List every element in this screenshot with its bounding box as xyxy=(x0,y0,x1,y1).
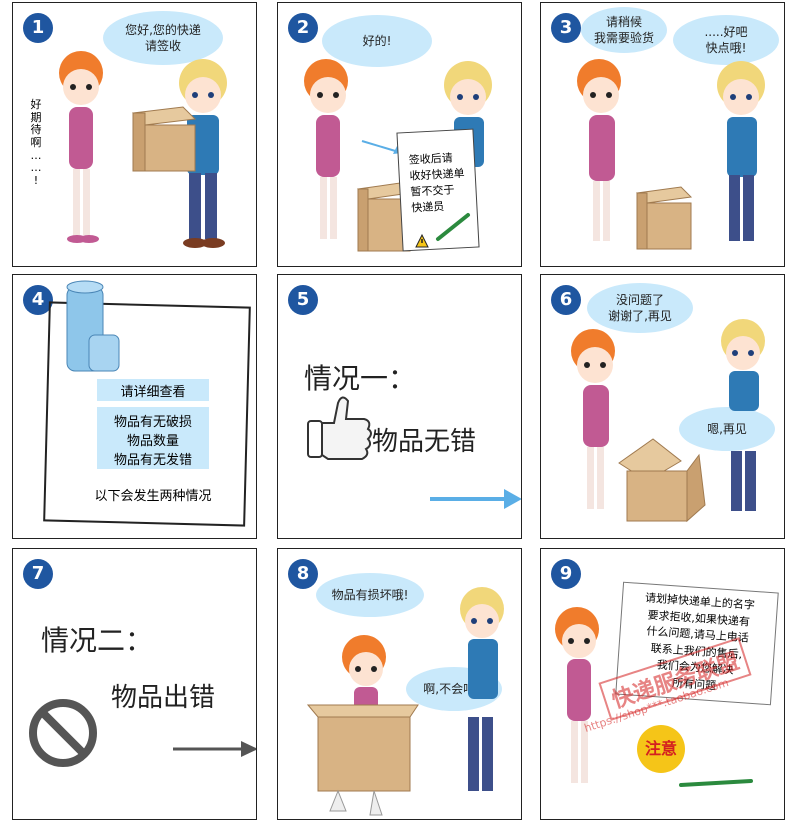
girl-figure xyxy=(577,59,621,241)
speech-bubble-courier: 您好,您的快递 请签收 xyxy=(103,11,223,65)
panel-4-illustration xyxy=(43,280,251,527)
panel-5-illustration xyxy=(307,396,521,509)
speech-bubble-girl: 好的! xyxy=(322,15,432,67)
girl-figure xyxy=(59,51,103,243)
panel-7-illustration xyxy=(29,699,256,767)
step-number-badge: 5 xyxy=(288,285,318,315)
panel-4: 4 请详细查看 物品有无破损 物品数量 物品有无发错 以下会发生两种情况 xyxy=(12,274,257,539)
step-number-badge: 3 xyxy=(551,13,581,43)
checklist-item: 物品有无破损 xyxy=(113,415,192,430)
step-number-badge: 1 xyxy=(23,13,53,43)
step-number-badge: 8 xyxy=(288,559,318,589)
parcel-box xyxy=(635,186,693,250)
panel-1: 1 您好,您的快递 请签收 好 期 待 啊 … … ! xyxy=(12,2,257,267)
girl-figure xyxy=(304,59,348,239)
panel-6: 6 没问题了 谢谢了,再见 嗯,再见 xyxy=(540,274,785,539)
step-number-badge: 6 xyxy=(551,285,581,315)
panel-9: 9 请划掉快递单上的名字 要求拒收,如果快递有 什么问题,请马上电话 联系上我们… xyxy=(540,548,785,820)
girl-figure xyxy=(571,329,615,509)
speech-bubble-girl: 请稍候 我需要验货 xyxy=(581,7,667,53)
checklist-item: 物品有无发错 xyxy=(113,453,192,468)
panel-3: 3 请稍候 我需要验货 .....好吧 快点哦! xyxy=(540,2,785,267)
panel-1-illustration xyxy=(59,51,227,248)
panel-3-illustration xyxy=(577,59,765,250)
case-one-title: 情况一： xyxy=(304,362,417,395)
panel-8-illustration xyxy=(306,587,504,816)
pen-icon xyxy=(436,213,470,241)
damaged-parcel-box xyxy=(306,704,419,816)
speech-bubble-girl: 没问题了 谢谢了,再见 xyxy=(587,283,693,333)
case-two-label: 物品出错 xyxy=(111,683,216,713)
step-number-badge: 2 xyxy=(288,13,318,43)
arrow-right-icon xyxy=(430,489,521,509)
receipt-card-text: 签收后请 收好快递单 暂不交于 快递员 xyxy=(408,151,465,215)
magnifier-tube-icon xyxy=(66,280,120,372)
courier-figure xyxy=(721,319,765,511)
arrow-right-icon xyxy=(173,741,256,757)
opened-parcel-box xyxy=(618,438,706,523)
speech-bubble-courier: 嗯,再见 xyxy=(679,407,775,451)
panel-8: 8 物品有损坏哦! 啊,不会吧!! xyxy=(277,548,522,820)
speech-bubble-courier: .....好吧 快点哦! xyxy=(673,15,779,65)
step-number-badge: 4 xyxy=(23,285,53,315)
courier-figure xyxy=(460,587,504,791)
panel-7: 7 情况二： 物品出错 xyxy=(12,548,257,820)
parcel-box xyxy=(131,106,197,172)
panel-9-illustration xyxy=(555,607,753,787)
notice-badge: 注意 xyxy=(637,725,685,773)
checklist-footer: 以下会发生两种情况 xyxy=(94,489,212,504)
case-two-title: 情况二： xyxy=(41,624,154,657)
warning-icon xyxy=(415,233,429,248)
step-number-badge: 7 xyxy=(23,559,53,589)
prohibited-icon xyxy=(29,699,97,767)
thumbs-up-icon xyxy=(307,396,372,460)
checklist-item: 物品数量 xyxy=(126,434,179,449)
girl-figure xyxy=(555,607,599,783)
checklist-title: 请详细查看 xyxy=(120,385,186,400)
case-one-label: 物品无错 xyxy=(372,427,477,457)
courier-figure xyxy=(717,61,765,241)
panel-6-illustration xyxy=(571,319,765,523)
girl-side-text: 好 期 待 啊 … … ! xyxy=(30,98,42,187)
speech-bubble-girl: 物品有损坏哦! xyxy=(316,573,424,617)
panel-5: 5 情况一： 物品无错 xyxy=(277,274,522,539)
pen-icon xyxy=(679,779,753,787)
panel-2: 2 好的! 签收后请 收好快递单 暂不交 xyxy=(277,2,522,267)
panel-2-illustration xyxy=(304,59,492,252)
step-number-badge: 9 xyxy=(551,559,581,589)
